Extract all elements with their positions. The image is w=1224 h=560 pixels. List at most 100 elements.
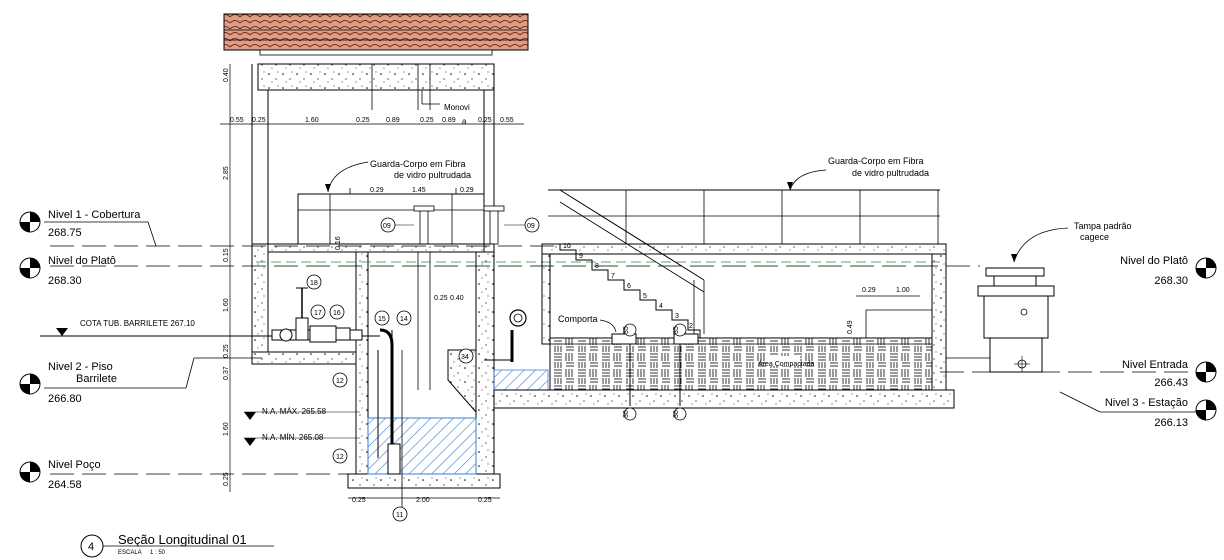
water-levels: N.A. MÁX. 265.58 N.A. MÍN. 265.08 [244, 407, 360, 446]
bottom-dimension-row: 0.25 2.00 0.25 [348, 497, 500, 504]
left-guardrail-note: Guarda-Corpo em Fibra de vidro pultrudad… [325, 159, 471, 193]
dim-bottom-0: 0.25 [352, 497, 366, 504]
tag-16-icon [329, 304, 345, 320]
tag-15-icon [374, 310, 390, 326]
cota-barrilete-label: COTA TUB. BARRILETE 267.10 [80, 319, 195, 328]
level-cobertura-label: Nivel 1 - Cobertura [48, 209, 141, 221]
dim-box-2: 0.49 [847, 320, 854, 334]
dim-v-2: 0.15 [223, 248, 230, 262]
level-estacao-label: Nivel 3 - Estação [1105, 397, 1188, 409]
level-plato-right-value: 268.30 [1154, 275, 1188, 287]
dim-top-2: 1.60 [305, 117, 319, 124]
step-5: 5 [643, 293, 647, 300]
component-tags-left: 18 17 16 15 14 12 34 12 11 [306, 274, 474, 522]
left-guardrail: 0.29 1.45 0.29 [297, 187, 485, 245]
dim-v-7: 0.25 [223, 472, 230, 486]
tag-12-lower-icon [332, 448, 348, 464]
barrilete-pipework [40, 287, 527, 510]
roof [223, 13, 529, 264]
dim-v-3: 1.60 [223, 298, 230, 312]
step-8: 8 [595, 263, 599, 270]
tag-12-lower: 12 [336, 454, 344, 461]
dim-v-1: 2.85 [223, 166, 230, 180]
dim-open-0: 0.29 [370, 187, 384, 194]
a-mark: a [462, 117, 467, 126]
monovi-label: Monovi [444, 103, 470, 112]
level-barrilete-value: 266.80 [48, 393, 82, 405]
tag-35-left-icon [623, 323, 637, 337]
right-guardrail [548, 189, 940, 334]
step-3: 3 [675, 313, 679, 320]
right-guardrail-note: Guarda-Corpo em Fibra de vidro pultrudad… [787, 156, 929, 191]
step-6: 6 [627, 283, 631, 290]
level-poco-label: Nivel Poço [48, 459, 101, 471]
guard-left-line2: de vidro pultrudada [394, 170, 471, 180]
tag-36-right-icon [673, 407, 687, 421]
drawing-title-block: 4 Seção Longitudinal 01 ESCALA 1 : 50 [80, 532, 274, 558]
tag-12-upper: 12 [336, 378, 344, 385]
level-marker-plato-left: Nivel do Platô 268.30 [19, 255, 116, 287]
level-poco-value: 264.58 [48, 479, 82, 491]
tampa-line1: Tampa padrão [1074, 221, 1132, 231]
left-dimension-chain: 0.40 2.85 0.15 1.60 0.25 0.37 1.60 0.25 [223, 64, 231, 492]
level-plato-left-value: 268.30 [48, 275, 82, 287]
level-marker-entrada: Nivel Entrada 266.43 [1122, 359, 1217, 389]
level-barrilete-label-1: Nivel 2 - Piso [48, 361, 113, 373]
level-lines [50, 245, 1204, 475]
level-marker-estacao: Nivel 3 - Estação 266.13 [1059, 391, 1217, 429]
tag-36-left: 36 [623, 410, 630, 418]
tag-35-right: 35 [673, 326, 680, 334]
dim-bottom-1: 2.00 [416, 497, 430, 504]
tag-09-left: 09 [383, 223, 391, 230]
level-marker-poco: Nivel Poço 264.58 [19, 459, 101, 491]
dim-top-7: 0.25 [478, 117, 492, 124]
tag-34-icon [458, 348, 474, 364]
na-min-label: N.A. MÍN. 265.08 [262, 433, 324, 442]
dim-bottom-2: 0.25 [478, 497, 492, 504]
level-entrada-value: 266.43 [1154, 377, 1188, 389]
tag-16: 16 [333, 310, 341, 317]
step-10: 10 [563, 243, 571, 250]
top-hatches: 09 09 [380, 205, 540, 245]
tag-36-right: 36 [673, 410, 680, 418]
dim-v-4: 0.25 [223, 344, 230, 358]
section-number: 4 [88, 541, 94, 553]
step-7: 7 [611, 273, 615, 280]
dim-open-1: 1.45 [412, 187, 426, 194]
dim-v-6: 1.60 [223, 422, 230, 436]
guard-left-line1: Guarda-Corpo em Fibra [370, 159, 466, 169]
dim-box-1: 1.00 [896, 287, 910, 294]
guard-right-line1: Guarda-Corpo em Fibra [828, 156, 924, 166]
scale-value: 1 : 50 [150, 550, 166, 556]
dim-inner-1: 0.40 [450, 295, 464, 302]
scale-label: ESCALA [118, 550, 142, 556]
main-structure: 0.25 0.40 0.16 [251, 236, 549, 489]
tag-12-upper-icon [332, 372, 348, 388]
tag-17: 17 [314, 310, 322, 317]
valve-icon [279, 328, 293, 342]
tag-14: 14 [400, 316, 408, 323]
dim-box-0: 0.29 [862, 287, 876, 294]
tag-35-right-icon [673, 323, 687, 337]
level-barrilete-label-2: Barrilete [76, 373, 117, 385]
station-tank: Área Compactada 0.29 1.00 0.49 [493, 243, 955, 409]
step-2: 2 [689, 323, 693, 330]
na-max-label: N.A. MÁX. 265.58 [262, 407, 327, 416]
tampa-line2: cagece [1080, 232, 1109, 242]
top-dimension-row: 0.55 0.25 1.60 0.25 0.89 0.25 0.89 0.25 … [220, 117, 524, 125]
tag-11: 11 [396, 512, 403, 519]
tag-35-left: 35 [623, 326, 630, 334]
level-estacao-value: 266.13 [1154, 417, 1188, 429]
tag-11-icon [392, 506, 408, 522]
tag-09-right: 09 [527, 223, 535, 230]
comporta-label: Comporta [558, 314, 598, 324]
comporta-group: Comporta 35 35 36 36 [558, 314, 699, 421]
dim-v-0: 0.40 [223, 68, 230, 82]
tampa-cagece: Tampa padrão cagece [946, 221, 1132, 373]
level-cobertura-value: 268.75 [48, 227, 82, 239]
level-marker-barrilete: Nivel 2 - Piso Barrilete 266.80 [19, 357, 262, 405]
level-plato-left-label: Nivel do Platô [48, 255, 116, 267]
dim-v-5: 0.37 [223, 366, 230, 380]
tag-18-icon [306, 274, 322, 290]
